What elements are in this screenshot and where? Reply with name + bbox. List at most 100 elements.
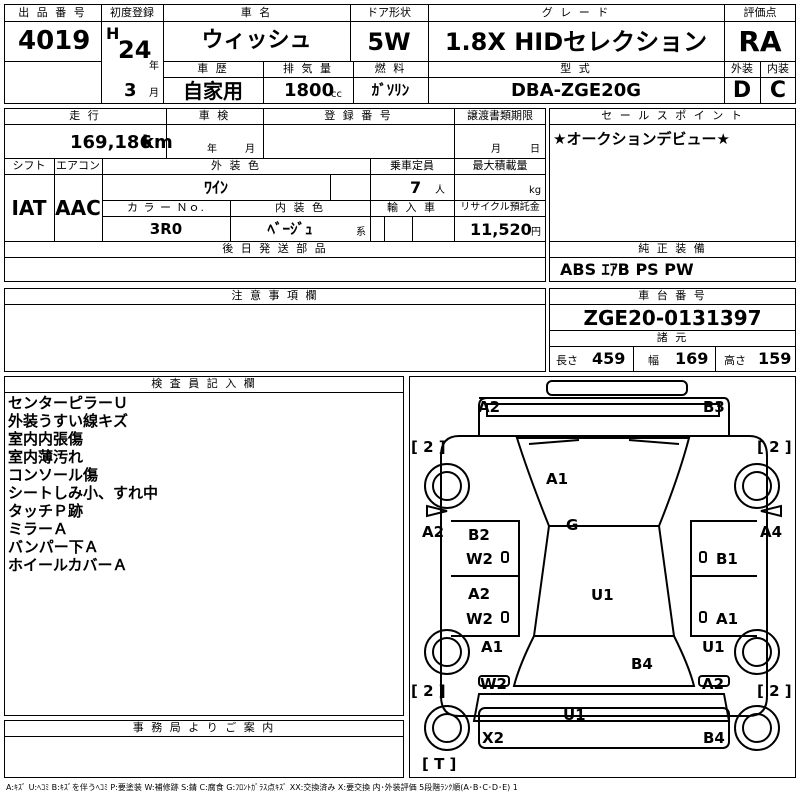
divider	[102, 158, 103, 241]
caution-header: 注 意 事 項 欄	[231, 289, 319, 302]
inspector-note: バンパー下Ａ	[8, 538, 99, 556]
inspection-month-unit: 月	[245, 144, 255, 155]
year-value: 24	[118, 36, 152, 64]
door-handle	[501, 611, 509, 623]
divider	[350, 4, 351, 61]
import-header: 輸 入 車	[387, 201, 437, 214]
divider	[54, 158, 55, 241]
score-value: RA	[738, 25, 782, 58]
front-bumper	[546, 380, 688, 396]
inspection-year-unit: 年	[207, 144, 217, 155]
length-value: 459	[592, 349, 626, 368]
max-load-unit: kg	[529, 185, 542, 196]
windshield	[515, 437, 691, 527]
divider	[163, 77, 796, 78]
divider	[230, 200, 231, 241]
wheel-front-right-hub	[742, 471, 772, 501]
displacement-unit: cc	[331, 89, 342, 100]
divider	[549, 257, 796, 258]
exterior-value: D	[732, 78, 752, 103]
recycle-unit: 円	[531, 227, 541, 238]
windshield-wipers	[528, 439, 680, 445]
divider	[4, 304, 546, 305]
damage-code-u1-roof: U1	[591, 586, 614, 604]
rear-bumper	[478, 707, 730, 749]
tire-rating-spare: [ T ]	[422, 755, 457, 773]
transfer-month-unit: 月	[491, 144, 501, 155]
chassis-no-value: ZGE20-0131397	[583, 306, 762, 330]
fuel-value: ｶﾞｿﾘﾝ	[371, 81, 410, 99]
lot-no-value: 4019	[18, 26, 91, 56]
genuine-equip-header: 純 正 装 備	[638, 242, 707, 255]
height-value: 159	[758, 349, 792, 368]
wheel-rear-right-hub	[742, 637, 772, 667]
tire-rating-front-left: [ 2 ]	[411, 438, 446, 456]
transfer-deadline-header: 譲渡書類期限	[467, 109, 533, 122]
grade-header: グ レ ー ド	[541, 6, 611, 19]
recycle-header: リサイクル預託金	[460, 202, 540, 213]
mileage-unit: km	[142, 132, 173, 153]
office-notice-header: 事 務 局 よ り ご 案 内	[132, 721, 276, 734]
divider	[454, 108, 455, 158]
divider	[370, 158, 371, 241]
rear-lamp-left	[478, 675, 510, 687]
inspector-note: 室内薄汚れ	[8, 448, 84, 466]
top-info-block	[4, 4, 796, 104]
divider	[163, 4, 164, 104]
height-label: 高さ	[724, 354, 746, 367]
inspector-note: タッチＰ跡	[8, 502, 84, 520]
length-label: 長さ	[556, 354, 578, 367]
tire-rating-front-right: [ 2 ]	[757, 438, 792, 456]
damage-code-w2-rear-left: W2	[480, 675, 507, 693]
divider	[263, 61, 264, 104]
divider	[760, 61, 761, 104]
specs-header: 諸 元	[656, 331, 689, 344]
capacity-header: 乗車定員	[390, 159, 434, 172]
divider	[454, 158, 455, 241]
wheel-rear-left-hub	[432, 637, 462, 667]
divider	[353, 61, 354, 104]
damage-code-a2-front-left: A2	[478, 398, 501, 416]
office-notice-block	[4, 720, 404, 778]
spare-wheel-hub	[432, 713, 462, 743]
capacity-unit: 人	[435, 185, 445, 196]
door-handle	[699, 611, 707, 623]
lot-no-header: 出 品 番 号	[18, 6, 87, 19]
hood-inner	[486, 403, 720, 417]
score-header: 評価点	[743, 6, 777, 19]
width-label: 幅	[648, 354, 659, 367]
inspector-notes-header: 検 査 員 記 入 欄	[151, 377, 257, 390]
damage-code-a2-rear-right: A2	[702, 675, 725, 693]
era-letter: H	[106, 24, 120, 43]
shift-value: IAT	[11, 196, 47, 220]
history-header: 車 歴	[197, 62, 229, 75]
width-value: 169	[675, 349, 709, 368]
divider	[715, 346, 716, 372]
model-header: 型 式	[560, 62, 592, 75]
year-unit: 年	[149, 61, 159, 72]
right-doors	[690, 520, 757, 637]
first-reg-header: 初度登録	[110, 6, 154, 19]
divider	[724, 4, 725, 104]
transfer-day-unit: 日	[530, 144, 540, 155]
damage-code-w2-left-front-door: W2	[466, 550, 493, 568]
later-parts-header: 後 日 発 送 部 品	[222, 242, 328, 255]
spare-wheel-right-hub	[742, 713, 772, 743]
door-handle	[501, 551, 509, 563]
int-color-value: ﾍﾞｰｼﾞｭ	[267, 220, 313, 238]
month-value: 3	[124, 80, 137, 101]
inspector-notes-block	[4, 376, 404, 716]
inspector-note: ミラーＡ	[8, 520, 69, 538]
grade-value: 1.8X HIDセレクション	[444, 28, 708, 56]
divider	[4, 124, 546, 125]
divider	[4, 257, 546, 258]
inspector-note: ホイールカバーＡ	[8, 556, 128, 574]
divider	[4, 241, 546, 242]
car-diagram	[424, 380, 782, 751]
divider	[549, 241, 796, 242]
max-load-header: 最大積載量	[472, 159, 528, 172]
damage-code-a2-left-fender: A2	[422, 523, 445, 541]
damage-code-u1-rear: U1	[563, 706, 586, 724]
roof	[532, 525, 676, 637]
divider	[549, 330, 796, 331]
